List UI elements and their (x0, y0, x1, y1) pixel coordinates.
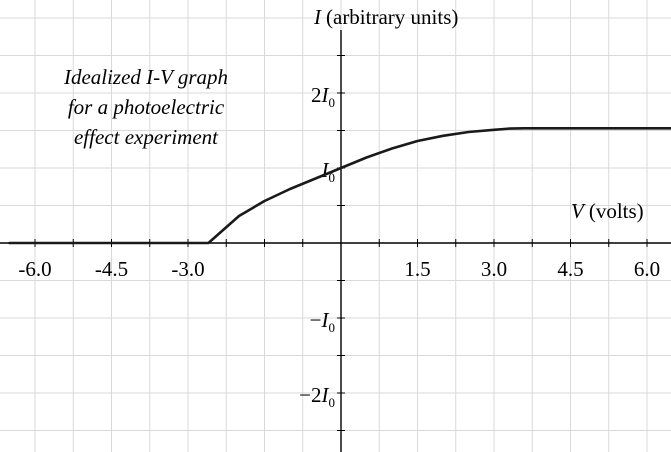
x-tick-label: 3.0 (481, 257, 507, 281)
x-axis-label-var: V (571, 199, 586, 223)
y-axis-label-unit: (arbitrary units) (326, 5, 458, 29)
annotation-line-1: Idealized I-V graph (63, 65, 228, 89)
chart-annotation: Idealized I-V graph for a photoelectric … (63, 65, 228, 149)
x-axis-label-unit: (volts) (589, 199, 644, 223)
y-axis-label-var: I (313, 5, 322, 29)
y-tick-label: I0 (321, 158, 336, 185)
annotation-line-3: effect experiment (74, 125, 219, 149)
x-tick-label: -3.0 (171, 257, 204, 281)
y-tick-label: 2I0 (311, 83, 335, 110)
x-tick-label: 1.5 (404, 257, 430, 281)
x-tick-label: 6.0 (634, 257, 660, 281)
y-tick-label: −I0 (310, 308, 335, 335)
x-tick-labels: -6.0 -4.5 -3.0 1.5 3.0 4.5 6.0 (18, 257, 660, 281)
x-tick-label: -6.0 (18, 257, 51, 281)
x-tick-label: 4.5 (557, 257, 583, 281)
annotation-line-2: for a photoelectric (68, 95, 225, 119)
y-tick-label: −2I0 (299, 383, 335, 410)
x-tick-label: -4.5 (95, 257, 128, 281)
y-axis-label: I(arbitrary units) (313, 5, 458, 29)
x-axis-label: V(volts) (571, 199, 644, 223)
iv-curve-series (8, 127, 671, 245)
